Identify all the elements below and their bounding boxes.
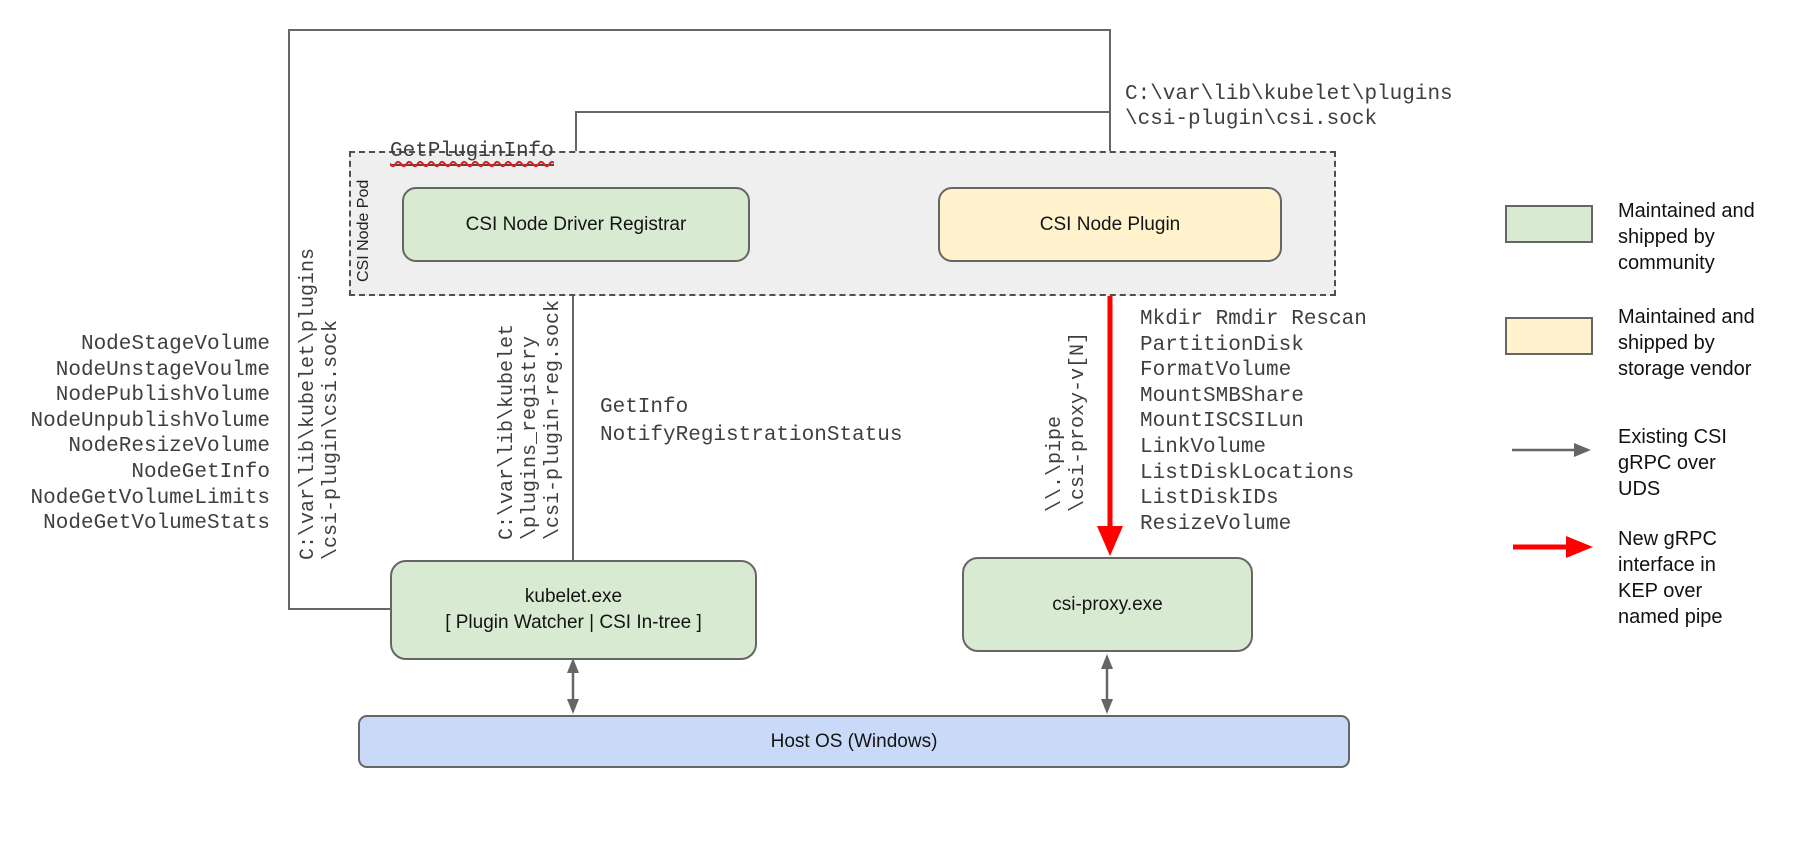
get-plugin-info-label: GetPluginInfo [390, 113, 554, 166]
csiproxy-hostos-arrowhead-up [1101, 654, 1113, 669]
kubelet-to-plugin-line [288, 29, 1111, 610]
kubelet-box: kubelet.exe [ Plugin Watcher | CSI In-tr… [390, 560, 757, 660]
legend-namedpipe-label: New gRPC interface in KEP over named pip… [1618, 528, 1723, 628]
legend-gray-arrowhead [1574, 443, 1591, 457]
plugin-to-csiproxy-red-arrowhead [1097, 526, 1123, 556]
legend-community-label: Maintained and shipped by community [1618, 200, 1755, 274]
csi-proxy-methods-list: Mkdir Rmdir Rescan PartitionDisk FormatV… [1140, 308, 1367, 536]
named-pipe-label: \\.\pipe \csi-proxy-v[N] [1044, 331, 1090, 512]
legend-vendor-label: Maintained and shipped by storage vendor [1618, 306, 1755, 380]
csi-proxy-label: csi-proxy.exe [1052, 593, 1163, 615]
legend-community-swatch [1505, 205, 1593, 243]
csi-proxy-box: csi-proxy.exe [962, 557, 1253, 652]
csi-node-plugin-label: CSI Node Plugin [1039, 213, 1181, 235]
get-plugin-info-text: GetPluginInfo [390, 139, 554, 163]
kubelet-label: kubelet.exe [524, 586, 623, 607]
csi-sock-path-vertical-label: C:\var\lib\kubelet\plugins \csi-plugin\c… [297, 247, 343, 560]
csi-node-plugin-box: CSI Node Plugin [938, 187, 1282, 262]
legend-red-arrowhead [1566, 536, 1593, 558]
host-os-box: Host OS (Windows) [358, 715, 1350, 768]
node-service-methods-list: NodeStageVolume NodeUnstageVoulme NodePu… [30, 333, 270, 536]
registration-methods-list: GetInfo NotifyRegistrationStatus [600, 396, 903, 447]
kubelet-hostos-arrowhead-down [567, 699, 579, 714]
host-os-label: Host OS (Windows) [770, 730, 938, 752]
kubelet-hostos-arrowhead-up [567, 658, 579, 673]
csiproxy-hostos-arrowhead-down [1101, 699, 1113, 714]
kubelet-sublabel: [ Plugin Watcher | CSI In-tree ] [445, 612, 702, 633]
csi-node-driver-registrar-box: CSI Node Driver Registrar [402, 187, 750, 262]
csi-node-pod-label: CSI Node Pod [355, 179, 372, 282]
csi-sock-path-label: C:\var\lib\kubelet\plugins \csi-plugin\c… [1125, 83, 1453, 131]
registration-sock-path-label: C:\var\lib\kubelet \plugins_registry \cs… [496, 299, 565, 540]
legend-uds-label: Existing CSI gRPC over UDS [1618, 426, 1727, 500]
legend-vendor-swatch [1505, 317, 1593, 355]
csi-node-driver-registrar-label: CSI Node Driver Registrar [465, 213, 687, 235]
